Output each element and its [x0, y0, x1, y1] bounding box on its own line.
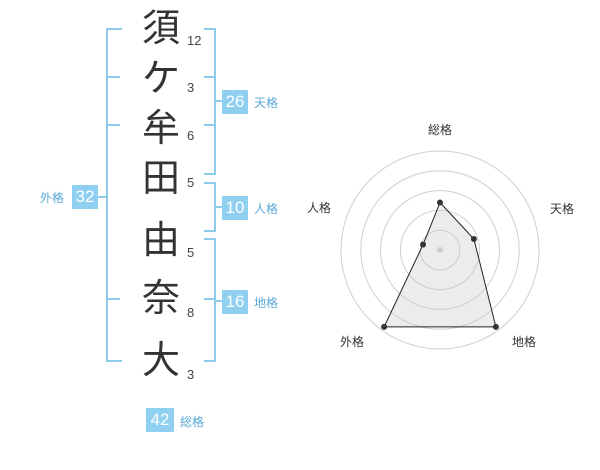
radar-point [470, 235, 477, 242]
radar-point [492, 323, 499, 330]
name-char: 大 [141, 338, 180, 382]
stroke-count: 3 [187, 367, 195, 382]
stroke-count: 3 [187, 80, 195, 95]
soukaku-badge: 42 [146, 408, 174, 432]
bracket-connector [106, 76, 120, 78]
tenkaku-badge: 26 [222, 90, 248, 114]
name-char: 須 [141, 6, 180, 50]
bracket-connector [204, 298, 214, 300]
bracket-connector [204, 76, 214, 78]
radar-center-dot [437, 247, 443, 253]
bracket-connector [106, 298, 120, 300]
jinkaku-label: 人格 [254, 202, 279, 216]
radar-axis-label: 人格 [306, 201, 331, 215]
gaikaku-label: 外格 [40, 191, 65, 205]
bracket-connector [98, 196, 106, 198]
stroke-count: 5 [187, 175, 195, 190]
soukaku-label: 総格 [180, 415, 205, 429]
radar-axis-label: 総格 [427, 123, 452, 137]
stroke-count: 6 [187, 128, 195, 143]
radar-axis-label: 地格 [511, 335, 536, 349]
radar-polygon [383, 201, 497, 328]
stroke-count: 8 [187, 305, 195, 320]
radar-axis-label: 外格 [339, 335, 364, 349]
radar-point [381, 323, 388, 330]
radar-ring [380, 190, 500, 310]
name-char: 牟 [141, 106, 180, 150]
name-char: 由 [141, 218, 180, 262]
bracket-connector [204, 124, 214, 126]
radar-ring [360, 170, 520, 330]
radar-point [437, 199, 443, 206]
bracket-connector [106, 124, 120, 126]
radar-ring [399, 209, 481, 291]
name-char: 田 [141, 156, 180, 200]
gaikaku-bracket [106, 28, 122, 362]
radar-point [420, 241, 427, 248]
radar-ring [340, 150, 540, 350]
bracket-connector [214, 206, 222, 208]
bracket-connector [214, 100, 222, 102]
gaikaku-badge: 32 [72, 185, 98, 209]
tenkaku-label: 天格 [254, 96, 279, 110]
stroke-count: 5 [187, 245, 195, 260]
name-char: 奈 [141, 276, 180, 320]
stroke-count: 12 [187, 33, 202, 48]
chikaku-badge: 16 [222, 290, 248, 314]
jinkaku-badge: 10 [222, 196, 248, 220]
name-char: ケ [141, 56, 180, 100]
bracket-connector [214, 300, 222, 302]
chikaku-label: 地格 [254, 296, 279, 310]
radar-axis-label: 天格 [549, 202, 574, 216]
